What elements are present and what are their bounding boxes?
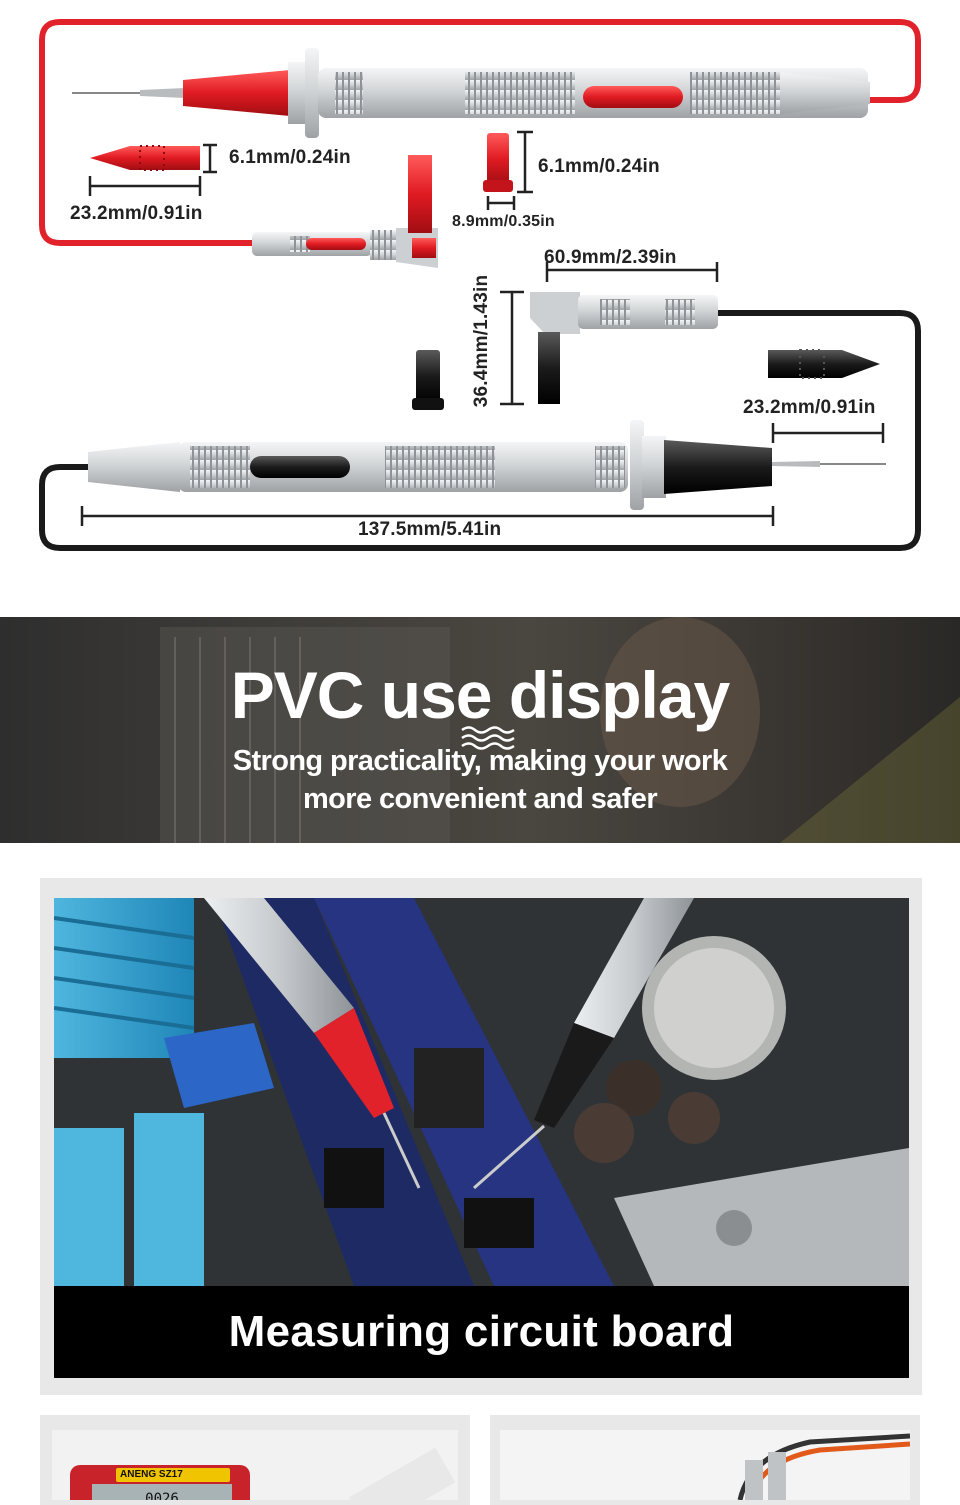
meter-brand: ANENG xyxy=(120,1469,157,1480)
red-tip-length-label: 23.2mm/0.91in xyxy=(70,203,203,224)
red-cable xyxy=(39,19,921,246)
multimeter-brand-plate: ANENG SZ17 xyxy=(116,1468,230,1482)
red-probe xyxy=(72,48,870,138)
caption-bar: Measuring circuit board xyxy=(54,1286,909,1378)
circuit-board-photo xyxy=(54,898,909,1286)
black-plug-height-label: 36.4mm/1.43in xyxy=(471,274,492,408)
meter-model: SZ17 xyxy=(158,1469,183,1480)
meter-reading: 0026 xyxy=(145,1491,179,1500)
black-plug xyxy=(530,292,718,404)
wave-icon xyxy=(461,726,515,750)
black-cable xyxy=(39,310,921,551)
black-cap xyxy=(412,350,444,410)
multimeter-photo: ANENG SZ17 0026 xyxy=(52,1430,458,1500)
red-tip-width-label: 6.1mm/0.24in xyxy=(229,147,351,168)
cable-plugs xyxy=(737,1433,910,1500)
probe-length-label: 137.5mm/5.41in xyxy=(358,519,502,540)
banner-title: PVC use display xyxy=(230,658,731,732)
red-cap-width-label: 8.9mm/0.35in xyxy=(452,213,555,230)
banner-subtitle-line1: Strong practicality, making your work xyxy=(232,745,728,777)
multimeter-display: 0026 xyxy=(92,1484,232,1500)
black-tip-length-label: 23.2mm/0.91in xyxy=(743,397,876,418)
banner-subtitle-line2: more convenient and safer xyxy=(302,783,658,815)
pvc-banner: PVC use display Strong practicality, mak… xyxy=(0,617,960,843)
red-cap-height-label: 6.1mm/0.24in xyxy=(538,156,660,177)
probe-hand xyxy=(348,1447,456,1500)
red-cap xyxy=(483,133,513,192)
product-diagram xyxy=(39,19,921,551)
caption-text: Measuring circuit board xyxy=(228,1307,735,1356)
black-tip-cover xyxy=(768,349,880,379)
red-tip-cover xyxy=(90,145,200,171)
cable-photo xyxy=(500,1430,910,1500)
red-plug xyxy=(252,155,438,268)
black-plug-length-label: 60.9mm/2.39in xyxy=(544,247,677,268)
black-probe xyxy=(88,420,886,510)
banner-background xyxy=(160,617,960,843)
